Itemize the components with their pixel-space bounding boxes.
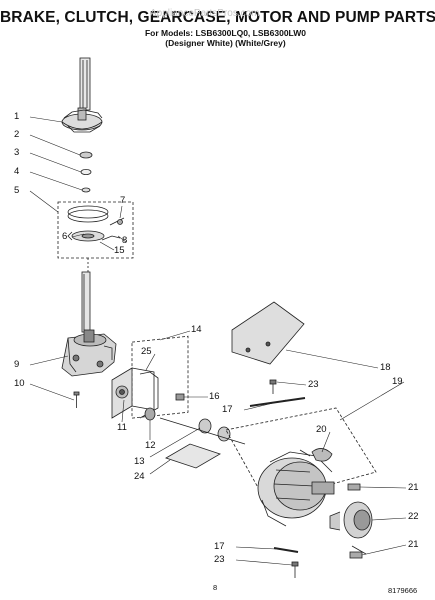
pad-part-24 — [165, 443, 221, 469]
rod-part-17b — [273, 547, 299, 553]
pulley-part-13 — [159, 417, 246, 445]
washer-part-2 — [79, 151, 93, 159]
callout-7: 7 — [120, 195, 126, 206]
callout-23-lower: 23 — [214, 554, 225, 565]
gearcase-part — [61, 329, 117, 377]
callout-17-lower: 17 — [214, 541, 225, 552]
watermark: AppliancePartsPros.com — [150, 8, 260, 19]
callout-3: 3 — [14, 147, 20, 158]
callout-8: 8 — [122, 235, 128, 246]
washer-part-3 — [80, 168, 92, 175]
callout-13: 13 — [134, 456, 145, 467]
callout-21-upper: 21 — [408, 482, 419, 493]
pump-part-22 — [329, 501, 373, 555]
callout-20: 20 — [316, 424, 327, 435]
lower-shaft — [81, 271, 91, 333]
colors-line: (Designer White) (White/Grey) — [165, 38, 286, 48]
callout-22: 22 — [408, 511, 419, 522]
brake-assembly-box — [57, 201, 134, 259]
screw-part-23b — [291, 561, 299, 578]
clip-part-21b — [349, 551, 363, 559]
upper-shaft — [79, 57, 91, 111]
callout-11: 11 — [117, 422, 127, 433]
motor-part — [257, 451, 335, 527]
callout-19: 19 — [392, 376, 403, 387]
callout-23-upper: 23 — [308, 379, 319, 390]
clip-part-21a — [347, 483, 361, 491]
bolt-part-10 — [73, 391, 80, 408]
part-number: 8179666 — [388, 586, 418, 595]
page-number: 8 — [213, 583, 218, 592]
clip-part-16 — [175, 393, 185, 401]
callout-21-lower: 21 — [408, 539, 419, 550]
page-title: BRAKE, CLUTCH, GEARCASE, MOTOR AND PUMP … — [0, 9, 435, 26]
motor-box-19 — [225, 407, 377, 503]
models-line: For Models: LSB6300LQ0, LSB6300LW0 — [144, 28, 307, 38]
callout-25: 25 — [141, 346, 152, 357]
callout-24: 24 — [134, 471, 145, 482]
callout-2: 2 — [14, 129, 20, 140]
callout-4: 4 — [14, 166, 20, 177]
callout-18: 18 — [380, 362, 391, 373]
leader-lines — [29, 116, 407, 566]
brake-cam-part — [61, 107, 103, 133]
callout-12: 12 — [145, 440, 156, 451]
callout-14: 14 — [191, 324, 202, 335]
shield-part-18 — [231, 301, 305, 365]
brake-assembly — [67, 205, 125, 242]
screw-part-23a — [269, 379, 277, 394]
callout-1: 1 — [14, 111, 20, 122]
callout-10: 10 — [14, 378, 25, 389]
callout-5: 5 — [14, 185, 20, 196]
callout-16: 16 — [209, 391, 220, 402]
pulley-part-12 — [144, 407, 156, 421]
callout-6: 6 — [62, 231, 68, 242]
callout-15: 15 — [114, 245, 125, 256]
harness-part-20 — [299, 448, 333, 462]
callout-17-upper: 17 — [222, 404, 233, 415]
washer-part-4 — [81, 187, 91, 193]
callout-9: 9 — [14, 359, 20, 370]
